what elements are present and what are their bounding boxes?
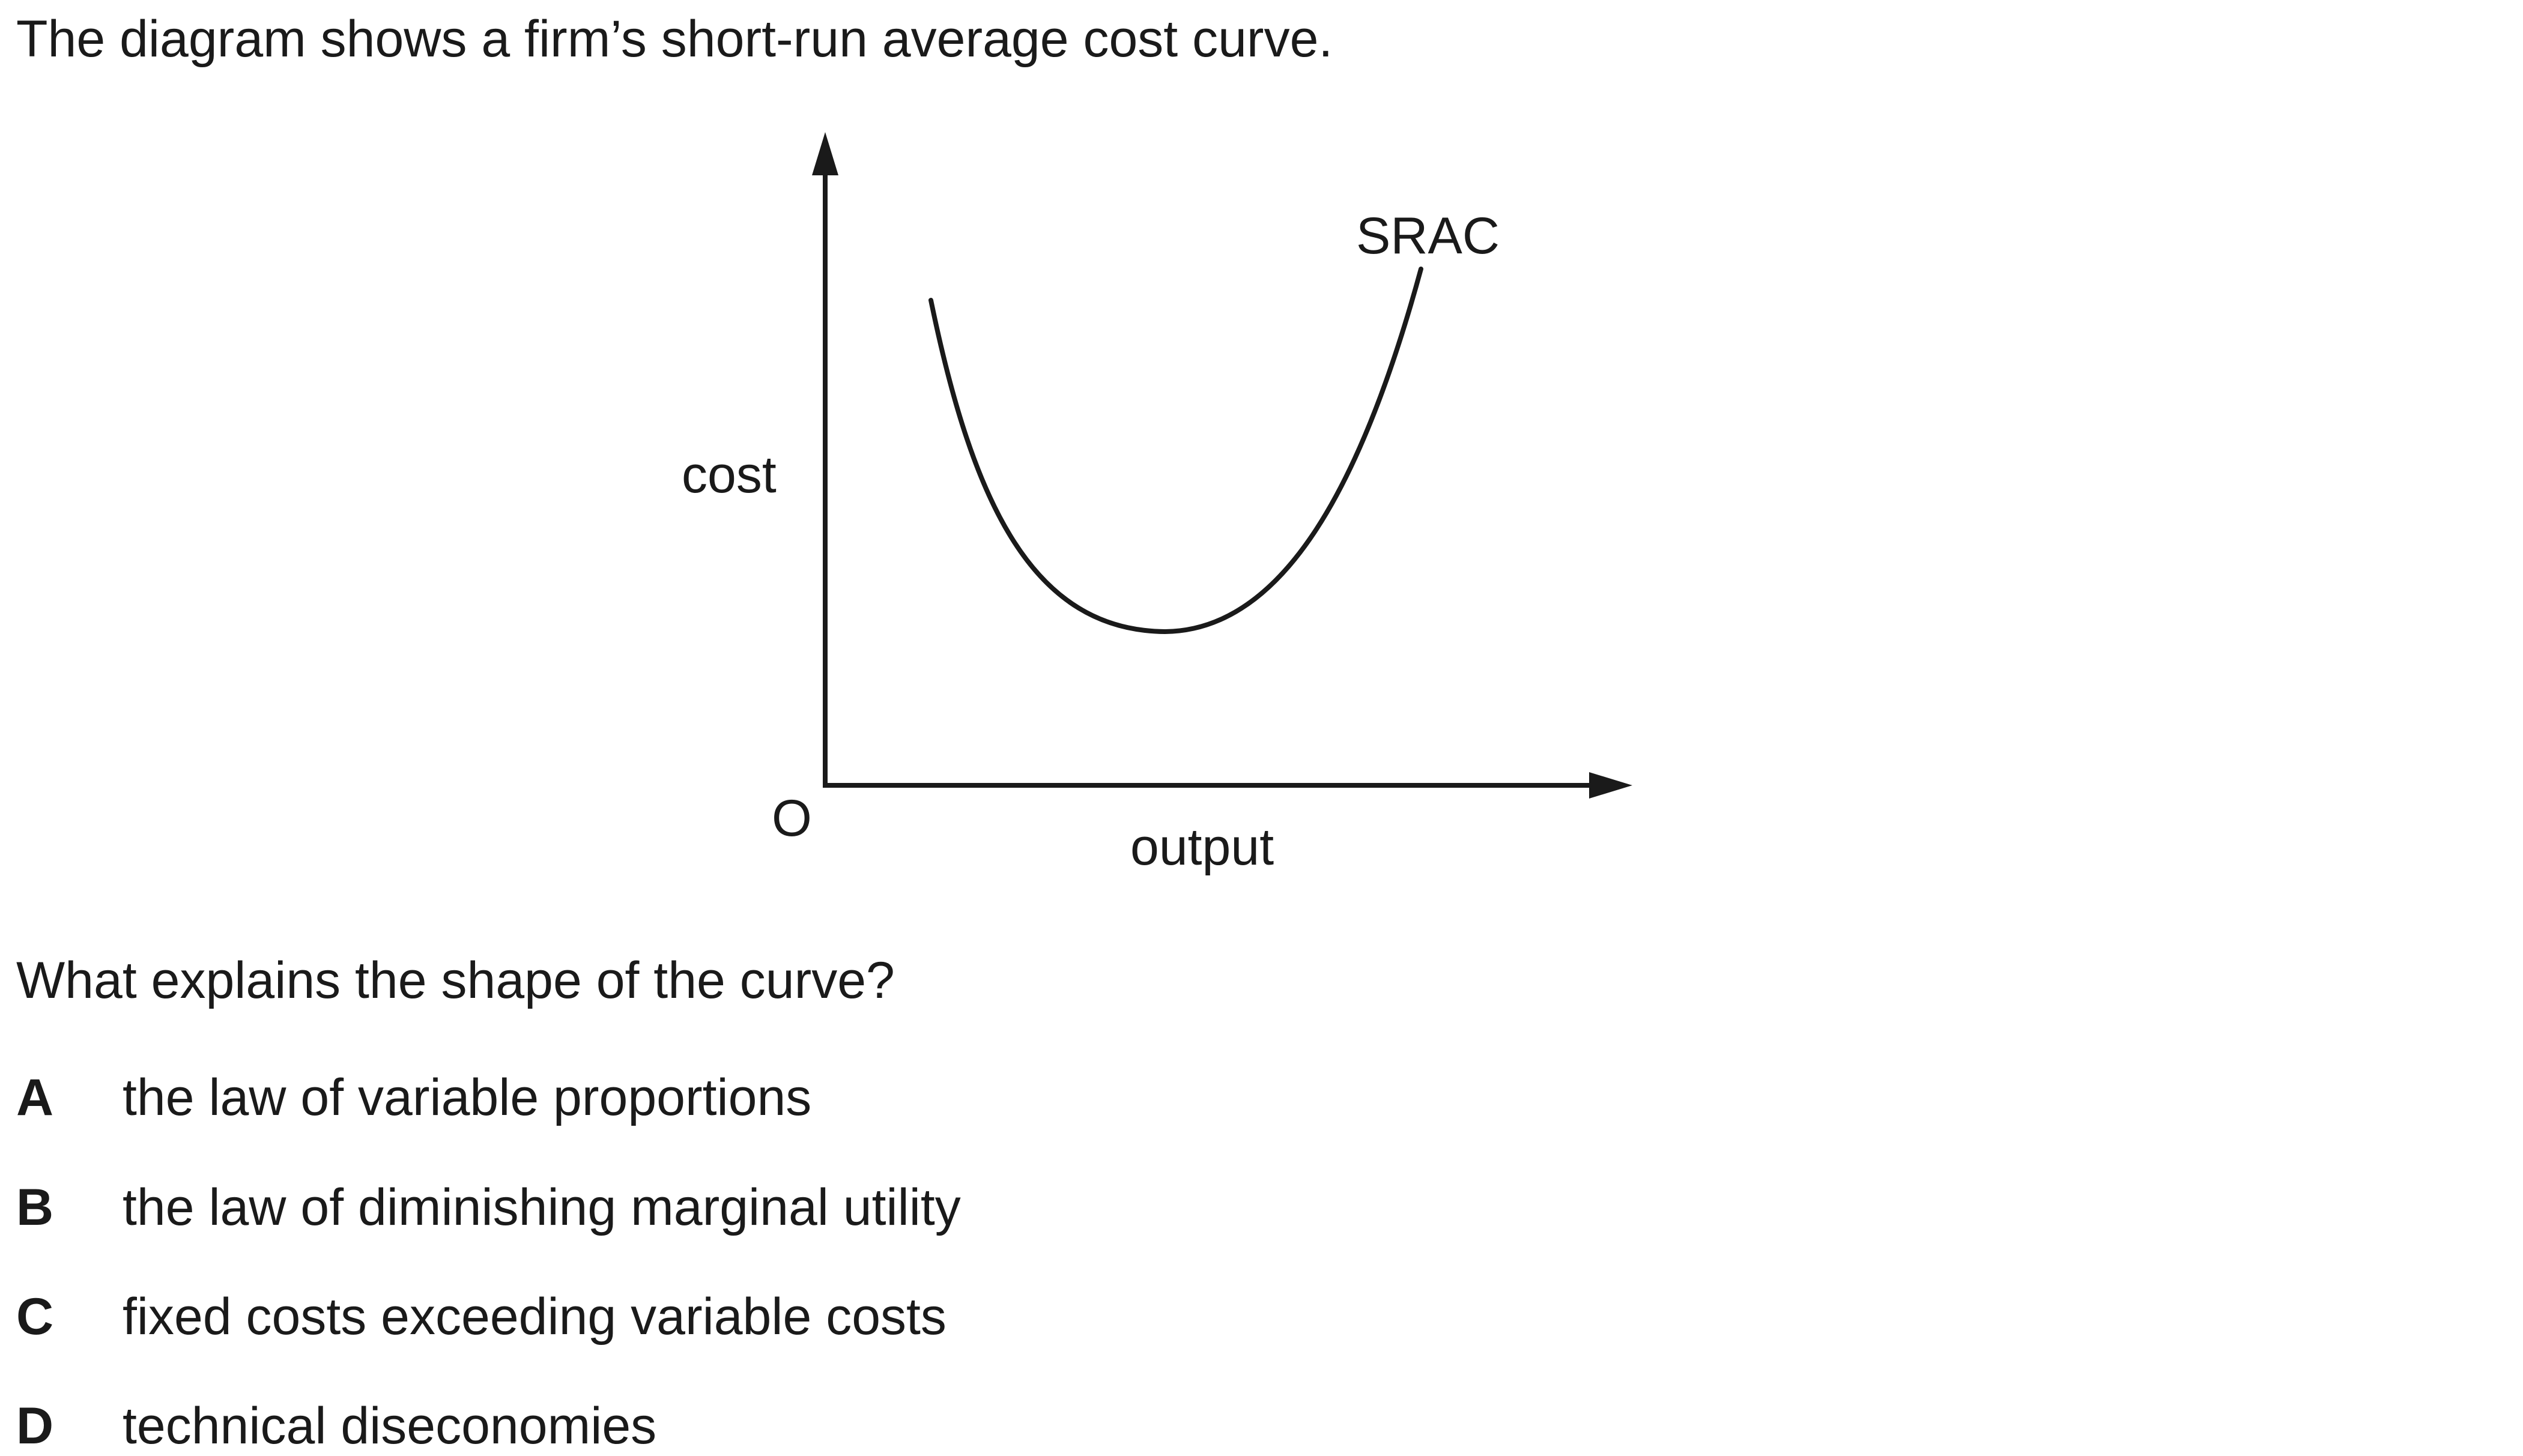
option-letter: A	[16, 1069, 54, 1126]
intro-text: The diagram shows a firm’s short-run ave…	[16, 10, 1333, 68]
option-text: fixed costs exceeding variable costs	[123, 1288, 947, 1346]
option-letter: C	[16, 1288, 54, 1346]
y-axis-arrowhead	[812, 132, 838, 175]
origin-label: O	[772, 790, 812, 847]
option-letter: D	[16, 1397, 54, 1455]
option-letter: B	[16, 1179, 54, 1236]
option-text: the law of variable proportions	[123, 1069, 812, 1126]
curve-label: SRAC	[1356, 207, 1500, 265]
option-text: technical diseconomies	[123, 1397, 657, 1455]
question-text: What explains the shape of the curve?	[16, 952, 895, 1009]
option-text: the law of diminishing marginal utility	[123, 1179, 961, 1236]
srac-diagram: SRAC cost O output	[682, 132, 1632, 876]
x-axis-label: output	[1130, 818, 1274, 876]
x-axis-arrowhead	[1589, 772, 1632, 799]
srac-curve	[928, 267, 1423, 635]
y-axis-label: cost	[682, 446, 777, 504]
